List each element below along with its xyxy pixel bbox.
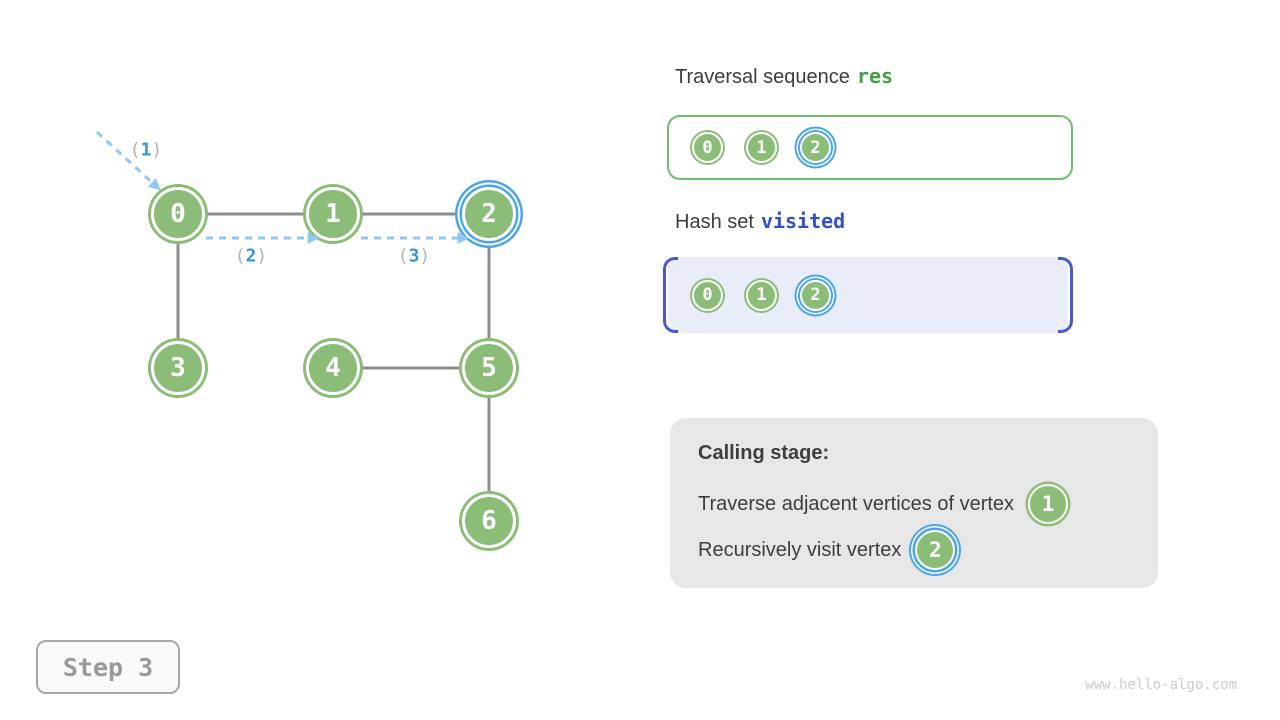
calling-stage-title: Calling stage: <box>698 442 830 464</box>
visited-item-1: 1 <box>746 279 777 311</box>
graph-node-1: 1 <box>306 187 360 241</box>
hash-set-title: Hash set visited <box>675 209 845 234</box>
graph-node-4: 4 <box>306 341 360 395</box>
visited-code-label: visited <box>760 209 846 233</box>
calling-stage-line-1: Traverse adjacent vertices of vertex 1 <box>698 482 1134 526</box>
watermark: www.hello-algo.com <box>1085 677 1237 693</box>
calling-node-2: 2 <box>915 530 956 570</box>
step-label: Step 3 <box>62 652 154 682</box>
visited-item-2: 2 <box>800 279 831 311</box>
res-item-2: 2 <box>800 132 831 163</box>
graph-node-3: 3 <box>151 341 205 395</box>
res-item-1: 1 <box>746 132 777 163</box>
visited-set-fill <box>668 257 1068 333</box>
graph-node-5: 5 <box>462 341 516 395</box>
calling-stage-line-text: Traverse adjacent vertices of vertex <box>698 492 1015 515</box>
calling-stage-box: Calling stage: Traverse adjacent vertice… <box>670 418 1158 588</box>
step-badge: Step 3 <box>36 640 180 694</box>
res-item-0: 0 <box>692 132 723 163</box>
calling-stage-line-2: Recursively visit vertex 2 <box>698 528 1134 572</box>
traversal-sequence-title: Traversal sequence res <box>675 64 893 89</box>
graph-node-2: 2 <box>462 187 516 241</box>
visited-item-0: 0 <box>692 279 723 311</box>
traversal-sequence-title-text: Traversal sequence <box>675 66 850 88</box>
graph-node-6: 6 <box>462 494 516 548</box>
visited-bracket-left <box>663 257 678 333</box>
graph-node-0: 0 <box>151 187 205 241</box>
hash-set-title-text: Hash set <box>675 211 754 233</box>
res-code-label: res <box>856 64 894 88</box>
visited-bracket-right <box>1058 257 1073 333</box>
calling-stage-line-text: Recursively visit vertex <box>698 538 902 561</box>
calling-node-1: 1 <box>1028 484 1069 524</box>
